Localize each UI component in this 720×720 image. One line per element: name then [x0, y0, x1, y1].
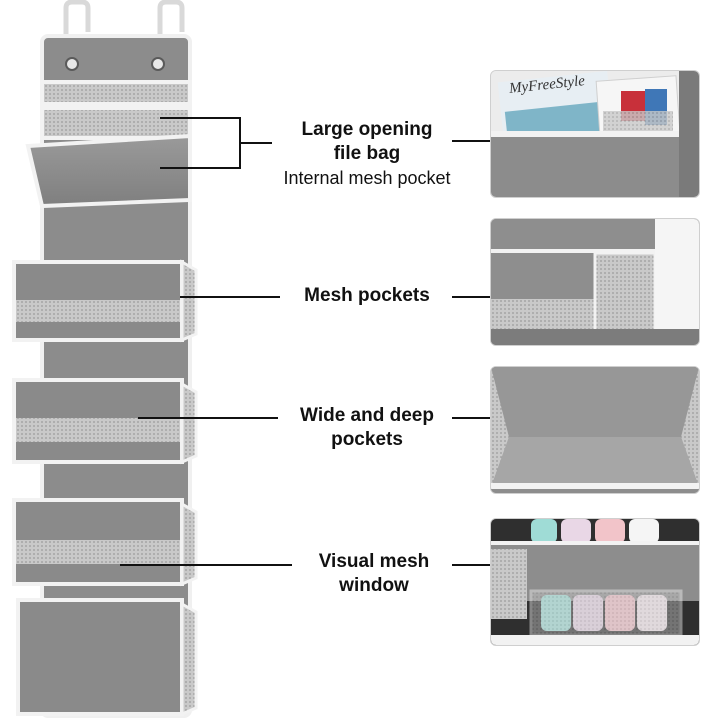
callout-file-bag-line-2: file bag: [333, 143, 401, 164]
thumbnail-file-bag-art: [491, 71, 699, 197]
callout-wide-deep-line-2: pockets: [331, 429, 403, 450]
thumbnail-mesh-pocket-art: [491, 219, 699, 345]
file-bag-pocket: [25, 133, 192, 209]
callout-visual-mesh: Visual mesh window: [294, 550, 454, 598]
thumbnail-deep-pocket-art: [491, 367, 699, 493]
callout-mesh-pockets-line-1: Mesh pockets: [304, 285, 430, 306]
grommet-right: [151, 57, 165, 71]
callout-file-bag-sub: Internal mesh pocket: [283, 168, 451, 188]
callout-file-bag: Large opening file bag Internal mesh poc…: [262, 118, 472, 190]
door-hooks: [63, 0, 185, 42]
grommet-left: [65, 57, 79, 71]
thumbnail-deep-pocket: [490, 366, 700, 494]
callout-wide-deep-line-1: Wide and deep: [300, 405, 434, 426]
top-mesh-strip-2: [40, 106, 192, 140]
pocket-2: [12, 378, 198, 465]
thumbnail-mesh-pocket: [490, 218, 700, 346]
pocket-1: [12, 259, 198, 343]
callout-file-bag-line-1: Large opening: [301, 119, 433, 140]
callout-visual-mesh-line-1: Visual mesh: [318, 551, 430, 572]
top-mesh-strip-1: [40, 80, 192, 106]
thumbnail-mesh-window-art: [491, 519, 699, 645]
callout-connectors: [120, 117, 490, 566]
callout-mesh-pockets: Mesh pockets: [282, 284, 452, 308]
thumbnail-file-bag: MyFreeStyle: [490, 70, 700, 198]
pocket-4: [16, 598, 198, 717]
pocket-3: [12, 498, 198, 587]
callout-wide-deep: Wide and deep pockets: [282, 404, 452, 452]
thumbnail-mesh-window: [490, 518, 700, 646]
callout-visual-mesh-line-2: window: [339, 575, 409, 596]
